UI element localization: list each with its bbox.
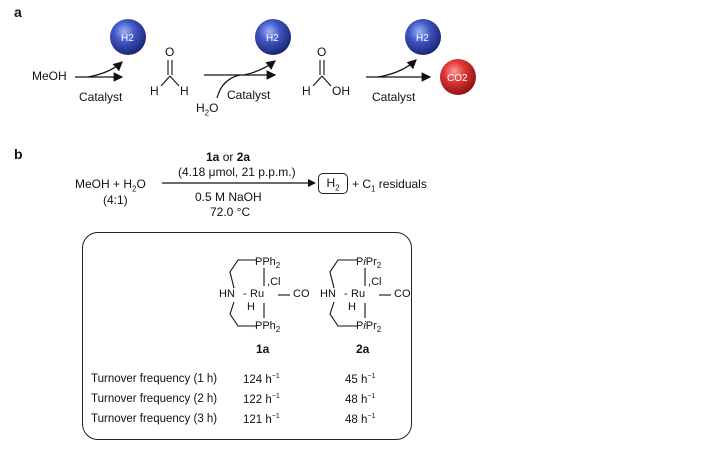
h2-sphere-1: H2 bbox=[110, 19, 146, 55]
formic-acid-h: H bbox=[302, 84, 311, 98]
formic-acid-structure bbox=[312, 60, 332, 87]
panel-a-scheme: H2 H2 H2 CO2 bbox=[75, 19, 476, 99]
complex-2a-co: CO bbox=[394, 288, 411, 300]
formaldehyde-h-left: H bbox=[150, 84, 159, 98]
complex-2a-structure bbox=[329, 259, 391, 327]
co2-sphere: CO2 bbox=[440, 59, 476, 95]
catalyst-comparison-box bbox=[82, 232, 412, 440]
catalyst-label-1: Catalyst bbox=[79, 90, 123, 104]
h2-release-arrow-2 bbox=[243, 60, 276, 76]
formaldehyde-o: O bbox=[165, 45, 175, 59]
h2-sphere-3-label: H2 bbox=[416, 33, 429, 44]
h2-sphere-2-label: H2 bbox=[266, 33, 279, 44]
formaldehyde-h-right: H bbox=[180, 84, 189, 98]
complex-1a-bottom-phosphine: PPh2 bbox=[255, 320, 281, 335]
h2-sphere-1-label: H2 bbox=[121, 33, 134, 44]
catalyst-1a-label: 1a bbox=[206, 150, 220, 164]
c1-residuals-label: + C1 residuals bbox=[352, 177, 427, 194]
complex-1a-h: H bbox=[247, 301, 255, 313]
formaldehyde-structure bbox=[160, 60, 180, 87]
compound-id-2a: 2a bbox=[356, 342, 370, 356]
tof-row-label: Turnover frequency (2 h) bbox=[91, 393, 218, 405]
tof-row-2a-value: 45 h−1 bbox=[345, 373, 376, 386]
h2-sphere-2: H2 bbox=[255, 19, 291, 55]
catalyst-2a-label: 2a bbox=[236, 150, 251, 164]
catalyst-choice: 1a or 2a bbox=[206, 150, 250, 164]
tof-row-2a-value: 48 h−1 bbox=[345, 413, 376, 426]
tof-row-2a-value: 48 h−1 bbox=[345, 393, 376, 406]
catalyst-label-3: Catalyst bbox=[372, 90, 416, 104]
tof-row-label: Turnover frequency (1 h) bbox=[91, 373, 218, 385]
water-input-arrow bbox=[216, 74, 241, 99]
complex-2a-ru: Ru bbox=[351, 288, 366, 300]
complex-2a-cl: ,Cl bbox=[368, 276, 382, 288]
reactants-label: MeOH + H2O bbox=[75, 177, 146, 194]
h2-release-arrow-1 bbox=[87, 61, 123, 78]
complex-1a-structure bbox=[229, 259, 290, 327]
catalyst-or-label: or bbox=[222, 150, 234, 164]
tof-row-1a-value: 121 h−1 bbox=[243, 413, 280, 426]
tof-row-label: Turnover frequency (3 h) bbox=[91, 413, 218, 425]
co2-sphere-label: CO2 bbox=[447, 73, 468, 84]
main-reaction-arrow bbox=[162, 179, 316, 187]
panel-a-label: a bbox=[14, 4, 22, 20]
water-label: H2O bbox=[196, 101, 219, 118]
panel-b-label: b bbox=[14, 146, 23, 162]
temperature-label: 72.0 °C bbox=[210, 205, 251, 219]
catalyst-label-2: Catalyst bbox=[227, 88, 271, 102]
h2-product-box: H2 bbox=[318, 173, 348, 194]
tof-row-1a-value: 122 h−1 bbox=[243, 393, 280, 406]
formic-acid-oh: OH bbox=[332, 84, 350, 98]
complex-1a-cl: ,Cl bbox=[267, 276, 281, 288]
methanol-label: MeOH bbox=[32, 69, 67, 83]
complex-2a-bottom-phosphine: PiPr2 bbox=[356, 320, 382, 335]
complex-1a-top-phosphine: PPh2 bbox=[255, 256, 281, 271]
compound-id-1a: 1a bbox=[256, 342, 270, 356]
complex-2a-h: H bbox=[348, 301, 356, 313]
tof-row-1a-value: 124 h−1 bbox=[243, 373, 280, 386]
complex-2a-hn: HN bbox=[320, 288, 336, 300]
h2-sphere-3: H2 bbox=[405, 19, 441, 55]
base-label: 0.5 M NaOH bbox=[195, 190, 262, 204]
complex-structures bbox=[229, 259, 391, 327]
formic-acid-o: O bbox=[317, 45, 327, 59]
complex-2a-top-phosphine: PiPr2 bbox=[356, 256, 382, 271]
complex-1a-hn: HN bbox=[219, 288, 235, 300]
loading-label: (4.18 μmol, 21 p.p.m.) bbox=[178, 165, 296, 179]
complex-1a-co: CO bbox=[293, 288, 310, 300]
h2-release-arrow-3 bbox=[377, 59, 417, 78]
ratio-label: (4:1) bbox=[103, 193, 128, 207]
complex-1a-ru: Ru bbox=[250, 288, 265, 300]
